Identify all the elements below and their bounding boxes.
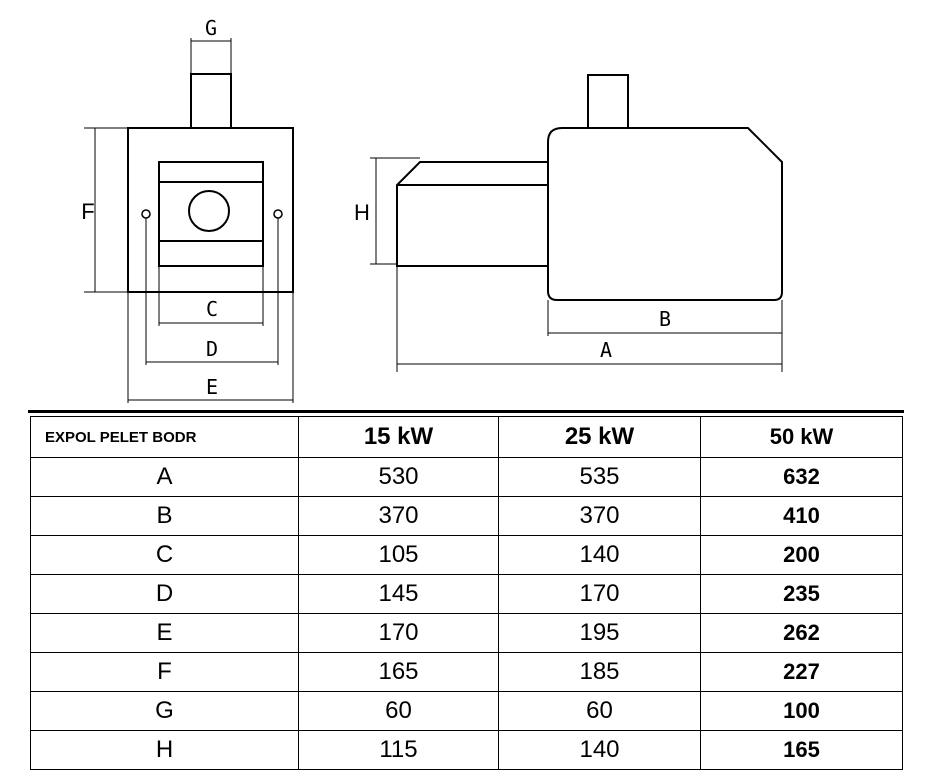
- cell-25kw: 535: [498, 457, 701, 497]
- cell-15kw: 145: [298, 574, 499, 614]
- cell-50kw: 200: [700, 535, 903, 575]
- dim-label-e: E: [206, 375, 218, 399]
- cell-15kw: 530: [298, 457, 499, 497]
- header-50kw: 50 kW: [700, 416, 903, 458]
- cell-25kw: 195: [498, 613, 701, 653]
- row-label: D: [30, 574, 299, 614]
- side-flue: [587, 74, 629, 129]
- cell-15kw: 115: [298, 730, 499, 770]
- left-bolt-hole: [141, 209, 151, 219]
- cell-15kw: 105: [298, 535, 499, 575]
- table-header-row: EXPOL PELET BODR 15 kW 25 kW 50 kW: [30, 416, 903, 458]
- dimension-table: EXPOL PELET BODR 15 kW 25 kW 50 kW A 530…: [30, 416, 903, 770]
- table-row: F 165 185 227: [30, 652, 903, 692]
- right-bolt-hole: [273, 209, 283, 219]
- row-label: H: [30, 730, 299, 770]
- table-row: G 60 60 100: [30, 691, 903, 731]
- dim-label-c: C: [206, 297, 218, 321]
- row-label: C: [30, 535, 299, 575]
- row-label: B: [30, 496, 299, 536]
- side-body: [547, 127, 783, 301]
- dim-label-b: B: [659, 307, 671, 331]
- cell-50kw: 165: [700, 730, 903, 770]
- cell-50kw: 632: [700, 457, 903, 497]
- table-row: B 370 370 410: [30, 496, 903, 536]
- dim-label-f: F: [81, 199, 94, 224]
- front-view: [84, 38, 294, 403]
- table-top-rule: [28, 410, 904, 413]
- row-label: E: [30, 613, 299, 653]
- side-view: [370, 74, 783, 372]
- cell-50kw: 100: [700, 691, 903, 731]
- cell-25kw: 185: [498, 652, 701, 692]
- front-plate: [158, 161, 264, 267]
- cell-50kw: 235: [700, 574, 903, 614]
- dim-label-h: H: [354, 200, 370, 225]
- header-15kw: 15 kW: [298, 416, 499, 458]
- cell-25kw: 140: [498, 535, 701, 575]
- side-tube: [396, 161, 548, 267]
- cell-15kw: 170: [298, 613, 499, 653]
- burner-dimension-drawing: G F C D E H B A: [81, 16, 783, 403]
- front-body: [127, 127, 294, 293]
- table-row: A 530 535 632: [30, 457, 903, 497]
- table-row: E 170 195 262: [30, 613, 903, 653]
- header-25kw: 25 kW: [498, 416, 701, 458]
- cell-25kw: 370: [498, 496, 701, 536]
- cell-15kw: 60: [298, 691, 499, 731]
- dim-label-d: D: [206, 337, 218, 361]
- cell-25kw: 170: [498, 574, 701, 614]
- row-label: G: [30, 691, 299, 731]
- table-row: D 145 170 235: [30, 574, 903, 614]
- cell-50kw: 410: [700, 496, 903, 536]
- dim-label-a: A: [600, 338, 612, 362]
- cell-50kw: 227: [700, 652, 903, 692]
- cell-15kw: 370: [298, 496, 499, 536]
- front-flue: [190, 73, 232, 129]
- dim-label-g: G: [205, 16, 217, 40]
- cell-25kw: 140: [498, 730, 701, 770]
- header-model: EXPOL PELET BODR: [30, 416, 299, 458]
- front-nozzle-circle: [188, 190, 230, 232]
- cell-25kw: 60: [498, 691, 701, 731]
- table-row: H 115 140 165: [30, 730, 903, 770]
- cell-50kw: 262: [700, 613, 903, 653]
- cell-15kw: 165: [298, 652, 499, 692]
- row-label: A: [30, 457, 299, 497]
- row-label: F: [30, 652, 299, 692]
- table-row: C 105 140 200: [30, 535, 903, 575]
